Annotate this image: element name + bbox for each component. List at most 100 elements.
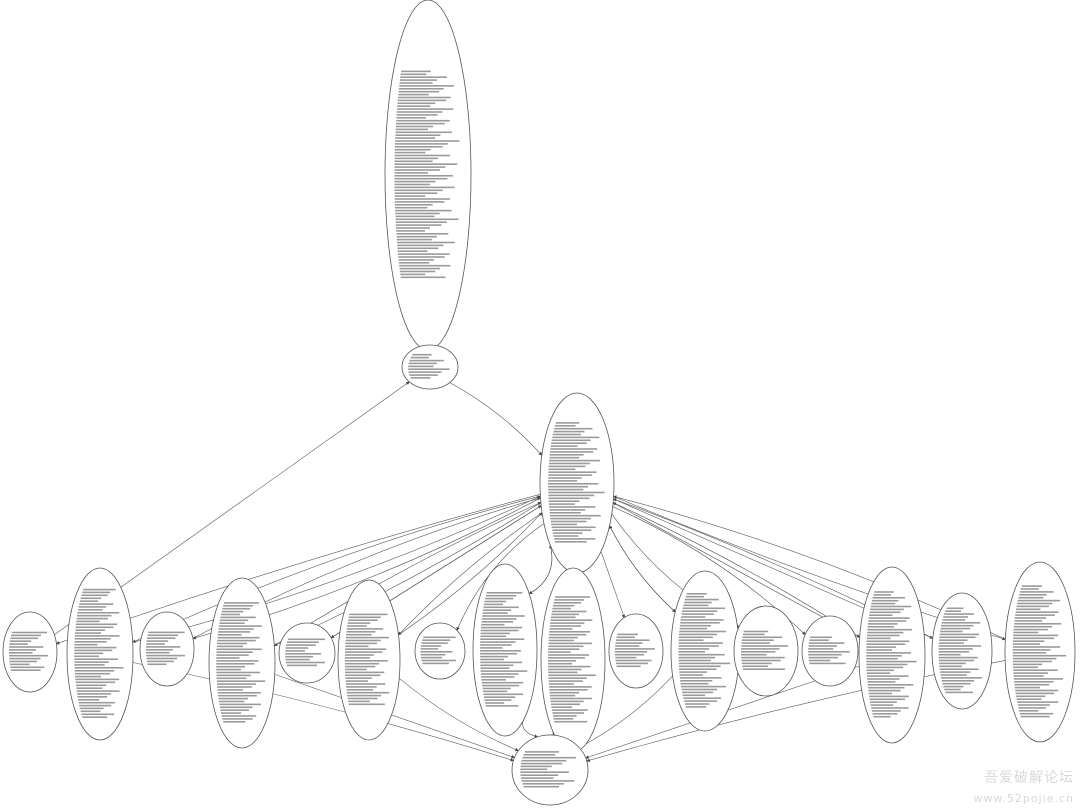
node-code-line (686, 593, 707, 595)
node-code-line (398, 93, 429, 96)
node-code-line (684, 601, 712, 604)
node-code-line (398, 253, 450, 255)
node-code-line (400, 73, 427, 76)
node-code-line (869, 614, 893, 616)
node-code-line (552, 436, 600, 439)
node-code-line (395, 143, 448, 145)
node-code-line (11, 669, 41, 671)
node-code-line (394, 183, 430, 186)
node-code-line (216, 657, 240, 659)
node-code-line (396, 117, 427, 119)
node-code-line (870, 704, 894, 706)
node-code-line (548, 636, 578, 639)
node-code-line (74, 641, 107, 643)
node-code-line (679, 677, 722, 679)
node-code-line (394, 186, 455, 189)
node-code-line (868, 692, 892, 695)
node-code-line (548, 674, 596, 677)
node-code-line (555, 596, 590, 598)
node-code-line (347, 625, 367, 627)
node-code-line (346, 689, 374, 691)
node-code-line (678, 642, 723, 644)
node-code-line (522, 783, 564, 785)
node-code-line (395, 224, 442, 226)
node-code-line (615, 642, 643, 644)
graph-node (801, 615, 859, 687)
node-code-line (548, 671, 578, 674)
node-code-line (77, 614, 112, 617)
node-code-line (78, 606, 106, 608)
node-code-line (866, 637, 891, 640)
node-code-line (549, 456, 580, 459)
node-code-line (480, 664, 514, 667)
node-code-line (348, 700, 370, 703)
node-code-line (485, 594, 517, 597)
node-code-line (219, 703, 261, 706)
node-code-line (554, 541, 587, 543)
node-code-line (743, 630, 769, 633)
node-code-line (79, 707, 104, 710)
node-code-line (1012, 649, 1051, 651)
node-code-line (1013, 625, 1052, 628)
node-code-line (549, 686, 592, 688)
node-code-line (867, 681, 896, 683)
node-code-line (345, 651, 383, 653)
node-code-line (482, 684, 520, 687)
node-code-line (287, 638, 325, 641)
node-code-line (8, 652, 33, 654)
node-code-line (679, 668, 717, 670)
node-code-line (82, 716, 108, 718)
node-code-line (481, 618, 517, 620)
node-code-line (548, 491, 605, 494)
node-code-line (1019, 594, 1047, 596)
node-code-line (409, 374, 438, 376)
node-code-line (525, 751, 559, 753)
node-code-line (548, 651, 571, 653)
node-code-line (345, 677, 372, 679)
node-code-line (216, 671, 260, 674)
node-code-line (1012, 643, 1040, 645)
node-code-line (554, 538, 596, 540)
node-code-line (681, 616, 706, 618)
node-code-line (394, 172, 428, 174)
node-code-line (552, 532, 583, 534)
node-code-line (680, 680, 713, 682)
node-code-line (75, 684, 107, 687)
node-code-line (394, 166, 446, 168)
node-code-line (938, 648, 973, 650)
node-code-line (549, 689, 588, 691)
node-code-line (420, 651, 453, 653)
node-code-line (523, 754, 556, 756)
node-code-line (349, 613, 388, 616)
node-code-line (394, 195, 426, 197)
node-code-line (551, 616, 576, 619)
node-code-line (554, 599, 584, 601)
node-code-line (344, 654, 374, 656)
node-code-line (77, 693, 111, 695)
node-code-line (81, 713, 115, 716)
node-code-line (520, 771, 569, 773)
node-code-line (869, 611, 901, 614)
node-code-line (684, 598, 719, 601)
node-code-line (394, 146, 443, 148)
node-code-line (550, 619, 593, 621)
node-code-line (1013, 631, 1039, 634)
node-code-line (395, 140, 460, 142)
node-code-line (808, 648, 834, 650)
node-code-line (871, 599, 899, 602)
graph-node (139, 611, 195, 687)
node-code-line (1013, 637, 1055, 640)
node-code-line (395, 131, 452, 134)
node-code-line (682, 607, 725, 610)
node-code-line (939, 639, 968, 641)
node-code-line (521, 777, 554, 779)
graph-node (414, 622, 466, 680)
node-code-line (939, 633, 979, 636)
node-code-line (9, 657, 41, 660)
node-code-line (218, 700, 245, 703)
node-code-line (680, 619, 724, 621)
node-code-line (345, 636, 389, 639)
node-code-line (79, 600, 98, 602)
node-code-line (808, 645, 837, 647)
node-code-line (217, 692, 261, 694)
